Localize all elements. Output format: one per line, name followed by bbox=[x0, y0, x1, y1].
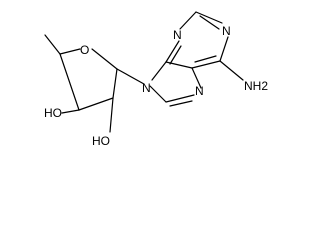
bond-c2-n1 bbox=[195, 11, 223, 24]
bond-c1-n9 bbox=[116, 68, 145, 85]
bond-n3-c2 bbox=[179, 11, 197, 30]
atom-hydroxyl-2: HO bbox=[92, 134, 110, 148]
adenosine-structure-diagram: O N N N N NH2 HO HO bbox=[44, 11, 268, 148]
atom-hydroxyl-3: HO bbox=[44, 106, 62, 120]
atom-n3: N bbox=[173, 28, 182, 42]
atom-ring-oxygen: O bbox=[80, 43, 89, 57]
bond-lines bbox=[44, 11, 244, 133]
bond-c3-c4 bbox=[59, 53, 80, 111]
bond-c2-c3 bbox=[78, 97, 114, 111]
bond-c4-o bbox=[59, 48, 81, 55]
bond-c6-c5 bbox=[191, 60, 221, 69]
atom-n9: N bbox=[142, 81, 151, 95]
bond-c5-c4 bbox=[165, 61, 193, 69]
molecule-canvas: O N N N N NH2 HO HO bbox=[44, 11, 268, 148]
bond-c1-c2 bbox=[112, 68, 118, 99]
bond-c4-n3 bbox=[165, 40, 180, 63]
bond-c4-n9 bbox=[151, 61, 167, 81]
bond-o-c1 bbox=[91, 48, 118, 70]
bond-c2-oh bbox=[109, 97, 114, 133]
bond-c6-nh2 bbox=[219, 60, 244, 81]
bond-methyl-c4 bbox=[44, 34, 61, 55]
atom-n7: N bbox=[195, 84, 204, 98]
bond-n9-c8 bbox=[149, 85, 167, 103]
bond-c3-oh bbox=[61, 109, 80, 114]
bond-c4-n3-double bbox=[169, 45, 182, 65]
bond-c8-n7-double bbox=[169, 100, 193, 107]
bond-n1-c6 bbox=[219, 36, 229, 62]
bond-c2-n1-double bbox=[199, 15, 220, 30]
bond-n7-c5 bbox=[191, 67, 202, 89]
atom-n1: N bbox=[222, 24, 231, 38]
atom-amino: NH2 bbox=[244, 79, 268, 93]
bond-c6-c5-double bbox=[194, 55, 217, 63]
bond-c8-n7 bbox=[165, 94, 195, 103]
